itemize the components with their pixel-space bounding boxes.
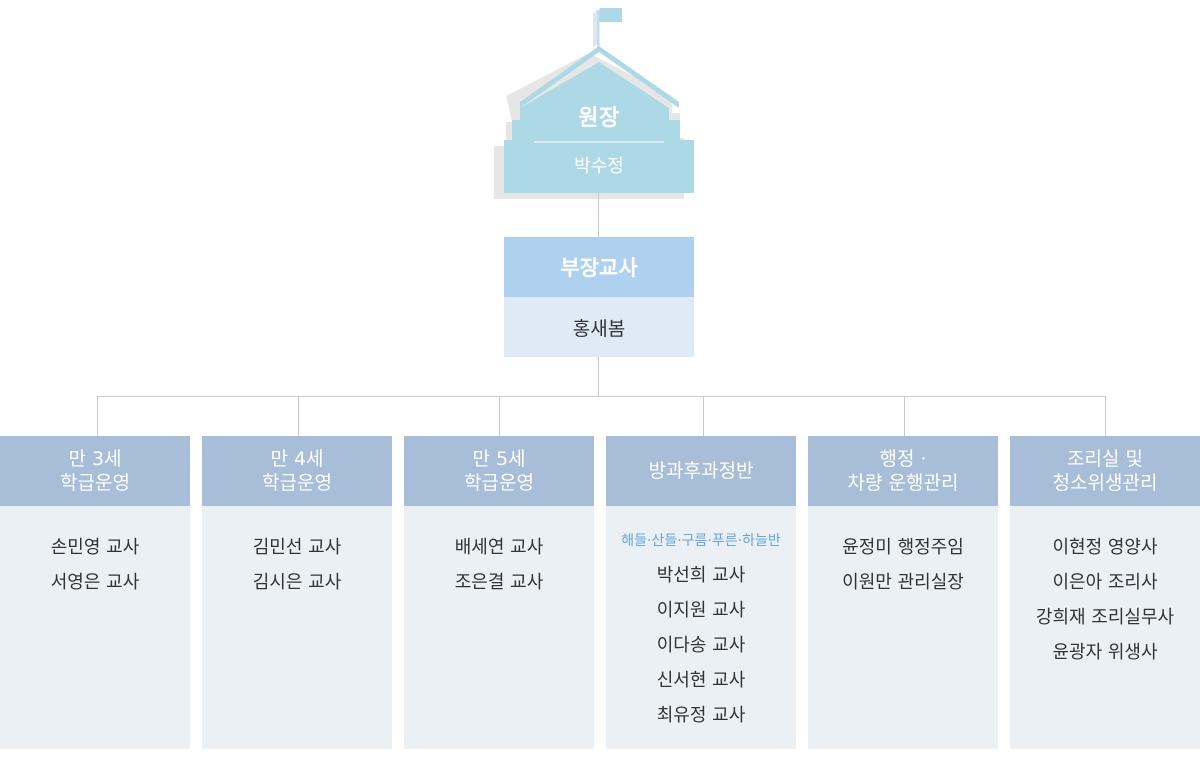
dept-title-line: 학급운영 bbox=[464, 472, 534, 494]
connector-drop bbox=[1105, 396, 1106, 436]
staff-member: 강희재 조리실무사 bbox=[1035, 607, 1175, 628]
connector-horizontal bbox=[97, 396, 1106, 397]
connector-drop bbox=[97, 396, 98, 436]
staff-member: 신서현 교사 bbox=[656, 670, 746, 691]
staff-member: 박선희 교사 bbox=[656, 565, 746, 586]
staff-member: 이은아 조리사 bbox=[1052, 572, 1158, 593]
head-teacher-title: 부장교사 bbox=[504, 237, 694, 297]
staff-member: 손민영 교사 bbox=[50, 537, 140, 558]
dept-staff-list: 해들·산들·구름·푸른·하늘반 박선희 교사 이지원 교사 이다송 교사 신서현… bbox=[606, 506, 796, 733]
dept-admin-vehicle: 행정 · 차량 운행관리 윤정미 행정주임 이원만 관리실장 bbox=[808, 436, 998, 749]
dept-title-line: 만 5세 bbox=[472, 448, 526, 470]
dept-after-school: 방과후과정반 해들·산들·구름·푸른·하늘반 박선희 교사 이지원 교사 이다송… bbox=[606, 436, 796, 749]
staff-member: 이지원 교사 bbox=[656, 600, 746, 621]
flag-icon bbox=[593, 8, 622, 50]
dept-age4: 만 4세 학급운영 김민선 교사 김시은 교사 bbox=[202, 436, 392, 749]
staff-member: 조은결 교사 bbox=[454, 572, 544, 593]
building-body bbox=[504, 46, 694, 193]
dept-header: 만 5세 학급운영 bbox=[404, 436, 594, 506]
connector-drop bbox=[499, 396, 500, 436]
dept-title-line: 방과후과정반 bbox=[648, 460, 754, 482]
dept-header: 만 3세 학급운영 bbox=[0, 436, 190, 506]
staff-member: 이원만 관리실장 bbox=[842, 572, 964, 593]
dept-title-line: 차량 운행관리 bbox=[847, 472, 959, 494]
connector-drop bbox=[904, 396, 905, 436]
principal-title: 원장 bbox=[578, 106, 620, 131]
dept-kitchen-hygiene: 조리실 및 청소위생관리 이현정 영양사 이은아 조리사 강희재 조리실무사 윤… bbox=[1010, 436, 1200, 749]
dept-age3: 만 3세 학급운영 손민영 교사 서영은 교사 bbox=[0, 436, 190, 749]
dept-title-line: 학급운영 bbox=[262, 472, 332, 494]
dept-header: 행정 · 차량 운행관리 bbox=[808, 436, 998, 506]
principal-name: 박수정 bbox=[574, 156, 624, 177]
staff-member: 이다송 교사 bbox=[656, 635, 746, 656]
dept-title-line: 청소위생관리 bbox=[1052, 472, 1158, 494]
staff-member: 김시은 교사 bbox=[252, 572, 342, 593]
dept-staff-list: 배세연 교사 조은결 교사 bbox=[404, 506, 594, 600]
dept-staff-list: 윤정미 행정주임 이원만 관리실장 bbox=[808, 506, 998, 600]
staff-member: 김민선 교사 bbox=[252, 537, 342, 558]
dept-header: 방과후과정반 bbox=[606, 436, 796, 506]
connector-principal-head bbox=[598, 193, 599, 237]
head-teacher-name: 홍새봄 bbox=[504, 297, 694, 357]
dept-title-line: 만 4세 bbox=[270, 448, 324, 470]
connector-drop bbox=[703, 396, 704, 436]
dept-title-line: 조리실 및 bbox=[1067, 448, 1143, 470]
staff-member: 서영은 교사 bbox=[50, 572, 140, 593]
staff-member: 최유정 교사 bbox=[656, 705, 746, 726]
dept-staff-list: 김민선 교사 김시은 교사 bbox=[202, 506, 392, 600]
staff-member: 윤정미 행정주임 bbox=[842, 537, 964, 558]
dept-title-line: 행정 · bbox=[879, 448, 927, 470]
dept-header: 만 4세 학급운영 bbox=[202, 436, 392, 506]
head-teacher-box: 부장교사 홍새봄 bbox=[504, 237, 694, 357]
staff-member: 이현정 영양사 bbox=[1052, 537, 1158, 558]
dept-staff-list: 이현정 영양사 이은아 조리사 강희재 조리실무사 윤광자 위생사 bbox=[1010, 506, 1200, 670]
connector-head-branch bbox=[598, 357, 599, 396]
dept-title-line: 만 3세 bbox=[68, 448, 122, 470]
dept-header: 조리실 및 청소위생관리 bbox=[1010, 436, 1200, 506]
class-names: 해들·산들·구름·푸른·하늘반 bbox=[621, 533, 781, 549]
connector-drop bbox=[298, 396, 299, 436]
principal-building bbox=[494, 8, 694, 199]
staff-member: 배세연 교사 bbox=[454, 537, 544, 558]
dept-title-line: 학급운영 bbox=[60, 472, 130, 494]
dept-age5: 만 5세 학급운영 배세연 교사 조은결 교사 bbox=[404, 436, 594, 749]
dept-staff-list: 손민영 교사 서영은 교사 bbox=[0, 506, 190, 600]
staff-member: 윤광자 위생사 bbox=[1052, 642, 1158, 663]
